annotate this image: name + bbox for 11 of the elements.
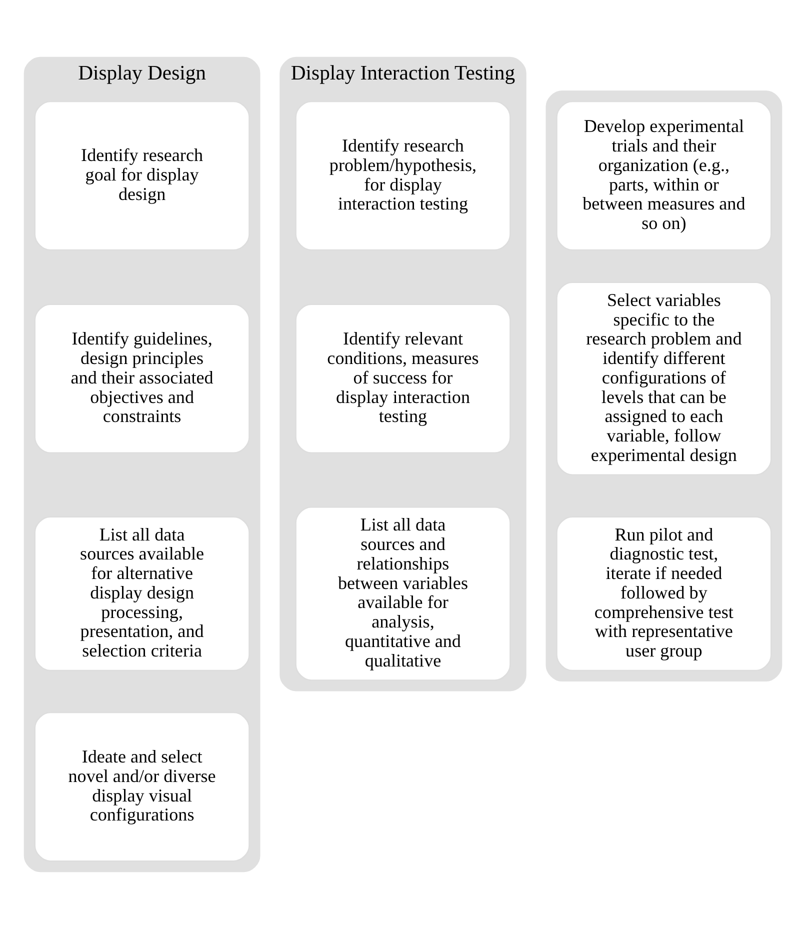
node-box: Identify guidelines, design principles and their associated objectives and constraints <box>34 304 250 454</box>
node-box: Identify relevant conditions, measures of success for display interaction testing <box>294 304 510 454</box>
node-box: List all data sources available for alternative display design processing, presentation, and selection criteria <box>34 516 250 672</box>
node-box: Run pilot and diagnostic test, iterate if needed followed by comprehensive test with representative user group <box>556 516 772 672</box>
node-box: Develop experimental trials and their organization (e.g., parts, within or between measures and so on) <box>556 100 772 251</box>
node-box: Identify research goal for display design <box>34 100 250 251</box>
node-box: List all data sources and relationships between variables available for analysis, quantitative and qualitative <box>294 506 510 681</box>
node-box: Identify research problem/hypothesis, for display interaction testing <box>294 100 510 251</box>
node-box: Ideate and select novel and/or diverse display visual configurations <box>34 712 250 862</box>
cluster <box>545 90 782 682</box>
node-box: Select variables specific to the research problem and identify different configurations of levels that can be assigned to each variable, follow experimental design <box>556 282 772 476</box>
